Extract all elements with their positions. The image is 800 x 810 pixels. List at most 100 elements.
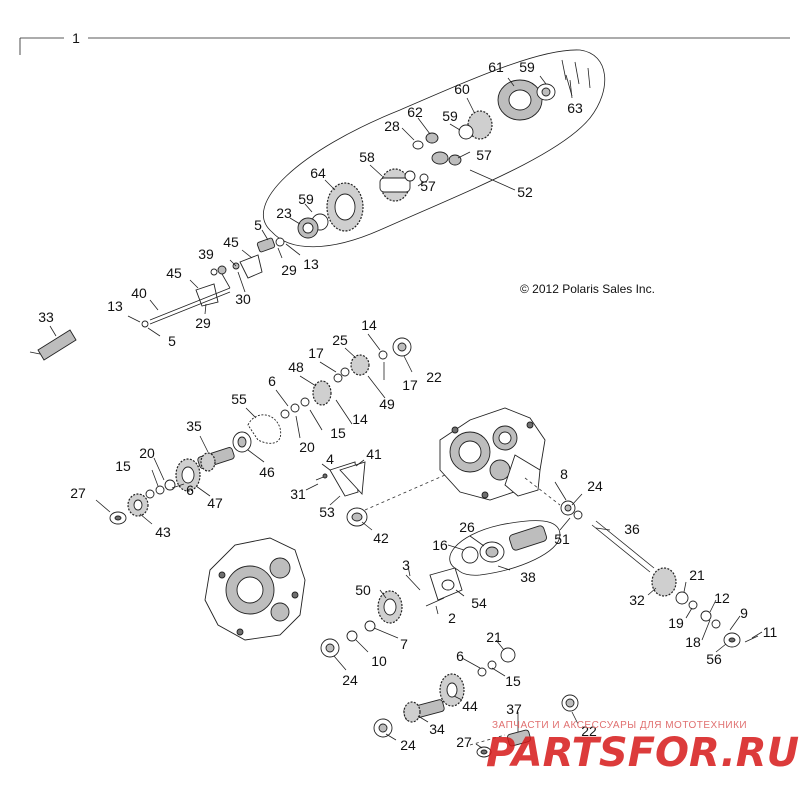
callout-37: 37 xyxy=(506,701,522,717)
part-38-assembly xyxy=(449,520,561,576)
callout-5: 5 xyxy=(168,333,176,349)
callout-33: 33 xyxy=(38,309,54,325)
callout-54: 54 xyxy=(471,595,487,611)
callout-39: 39 xyxy=(198,246,214,262)
callout-14: 14 xyxy=(352,411,368,427)
copyright-text: © 2012 Polaris Sales Inc. xyxy=(520,282,655,296)
callout-29: 29 xyxy=(281,262,297,278)
middle-left-parts xyxy=(109,414,282,525)
callout-35: 35 xyxy=(186,418,202,434)
callout-41: 41 xyxy=(366,446,382,462)
callout-48: 48 xyxy=(288,359,304,375)
callout-23: 23 xyxy=(276,205,292,221)
callout-7: 7 xyxy=(400,636,408,652)
callout-36: 36 xyxy=(624,521,640,537)
callout-22: 22 xyxy=(581,723,597,739)
callout-15: 15 xyxy=(115,458,131,474)
lower-center-parts xyxy=(320,567,579,758)
callout-47: 47 xyxy=(207,495,223,511)
callout-61: 61 xyxy=(488,59,504,75)
callout-55: 55 xyxy=(231,391,247,407)
callout-49: 49 xyxy=(379,396,395,412)
callout-10: 10 xyxy=(371,653,387,669)
callout-24: 24 xyxy=(342,672,358,688)
callout-6: 6 xyxy=(268,373,276,389)
callout-24: 24 xyxy=(587,478,603,494)
callout-14: 14 xyxy=(361,317,377,333)
callout-30: 30 xyxy=(235,291,251,307)
callout-27: 27 xyxy=(456,734,472,750)
callout-43: 43 xyxy=(155,524,171,540)
callout-21: 21 xyxy=(486,629,502,645)
watermark-tagline: ЗАПЧАСТИ И АКСЕССУАРЫ ДЛЯ МОТОТЕХНИКИ xyxy=(492,720,747,731)
watermark: ЗАПЧАСТИ И АКСЕССУАРЫ ДЛЯ МОТОТЕХНИКИ PA… xyxy=(486,720,799,776)
callout-13: 13 xyxy=(107,298,123,314)
transmission-case-lower xyxy=(204,537,306,641)
callout-11: 11 xyxy=(763,624,778,640)
callout-45: 45 xyxy=(166,265,182,281)
callout-21: 21 xyxy=(689,567,705,583)
callout-29: 29 xyxy=(195,315,211,331)
callout-44: 44 xyxy=(462,698,478,714)
callout-46: 46 xyxy=(259,464,275,480)
callout-4: 4 xyxy=(326,451,334,467)
callout-20: 20 xyxy=(299,439,315,455)
right-shaft-parts xyxy=(560,500,759,648)
transmission-case-upper xyxy=(439,407,546,501)
callout-27: 27 xyxy=(70,485,86,501)
middle-upper-parts xyxy=(280,337,412,419)
callout-17: 17 xyxy=(402,377,418,393)
callout-38: 38 xyxy=(520,569,536,585)
upper-parts xyxy=(297,59,591,239)
callout-59: 59 xyxy=(442,108,458,124)
callout-56: 56 xyxy=(706,651,722,667)
callout-63: 63 xyxy=(567,100,583,116)
callout-17: 17 xyxy=(308,345,324,361)
callout-64: 64 xyxy=(310,165,326,181)
callout-31: 31 xyxy=(290,486,306,502)
callout-labels: 1 59 61 60 63 62 28 59 57 58 57 64 52 59… xyxy=(38,30,777,753)
callout-60: 60 xyxy=(454,81,470,97)
callout-24: 24 xyxy=(400,737,416,753)
callout-15: 15 xyxy=(505,673,521,689)
callout-51: 51 xyxy=(554,531,570,547)
callout-18: 18 xyxy=(685,634,701,650)
callout-16: 16 xyxy=(432,537,448,553)
callout-50: 50 xyxy=(355,582,371,598)
shift-fork-parts xyxy=(141,237,285,328)
callout-59: 59 xyxy=(519,59,535,75)
callout-19: 19 xyxy=(668,615,684,631)
callout-3: 3 xyxy=(402,557,410,573)
alignment-lines xyxy=(364,474,561,746)
callout-57: 57 xyxy=(420,178,436,194)
callout-45: 45 xyxy=(223,234,239,250)
frame-bracket xyxy=(19,37,790,55)
callout-2: 2 xyxy=(448,610,456,626)
callout-12: 12 xyxy=(714,590,730,606)
upper-assembly-outline xyxy=(262,49,606,248)
callout-57: 57 xyxy=(476,147,492,163)
callout-15: 15 xyxy=(330,425,346,441)
callout-26: 26 xyxy=(459,519,475,535)
callout-25: 25 xyxy=(332,332,348,348)
center-parts xyxy=(315,461,368,527)
callout-53: 53 xyxy=(319,504,335,520)
callout-8: 8 xyxy=(560,466,568,482)
callout-34: 34 xyxy=(429,721,445,737)
callout-62: 62 xyxy=(407,104,423,120)
callout-59: 59 xyxy=(298,191,314,207)
callout-6: 6 xyxy=(186,482,194,498)
callout-1: 1 xyxy=(72,30,80,46)
callout-40: 40 xyxy=(131,285,147,301)
callout-28: 28 xyxy=(384,118,400,134)
callout-20: 20 xyxy=(139,445,155,461)
callout-13: 13 xyxy=(303,256,319,272)
callout-42: 42 xyxy=(373,530,389,546)
part-33-shaft xyxy=(29,329,77,361)
callout-9: 9 xyxy=(740,605,748,621)
callout-5: 5 xyxy=(254,217,262,233)
leader-lines xyxy=(49,75,763,749)
callout-6: 6 xyxy=(456,648,464,664)
